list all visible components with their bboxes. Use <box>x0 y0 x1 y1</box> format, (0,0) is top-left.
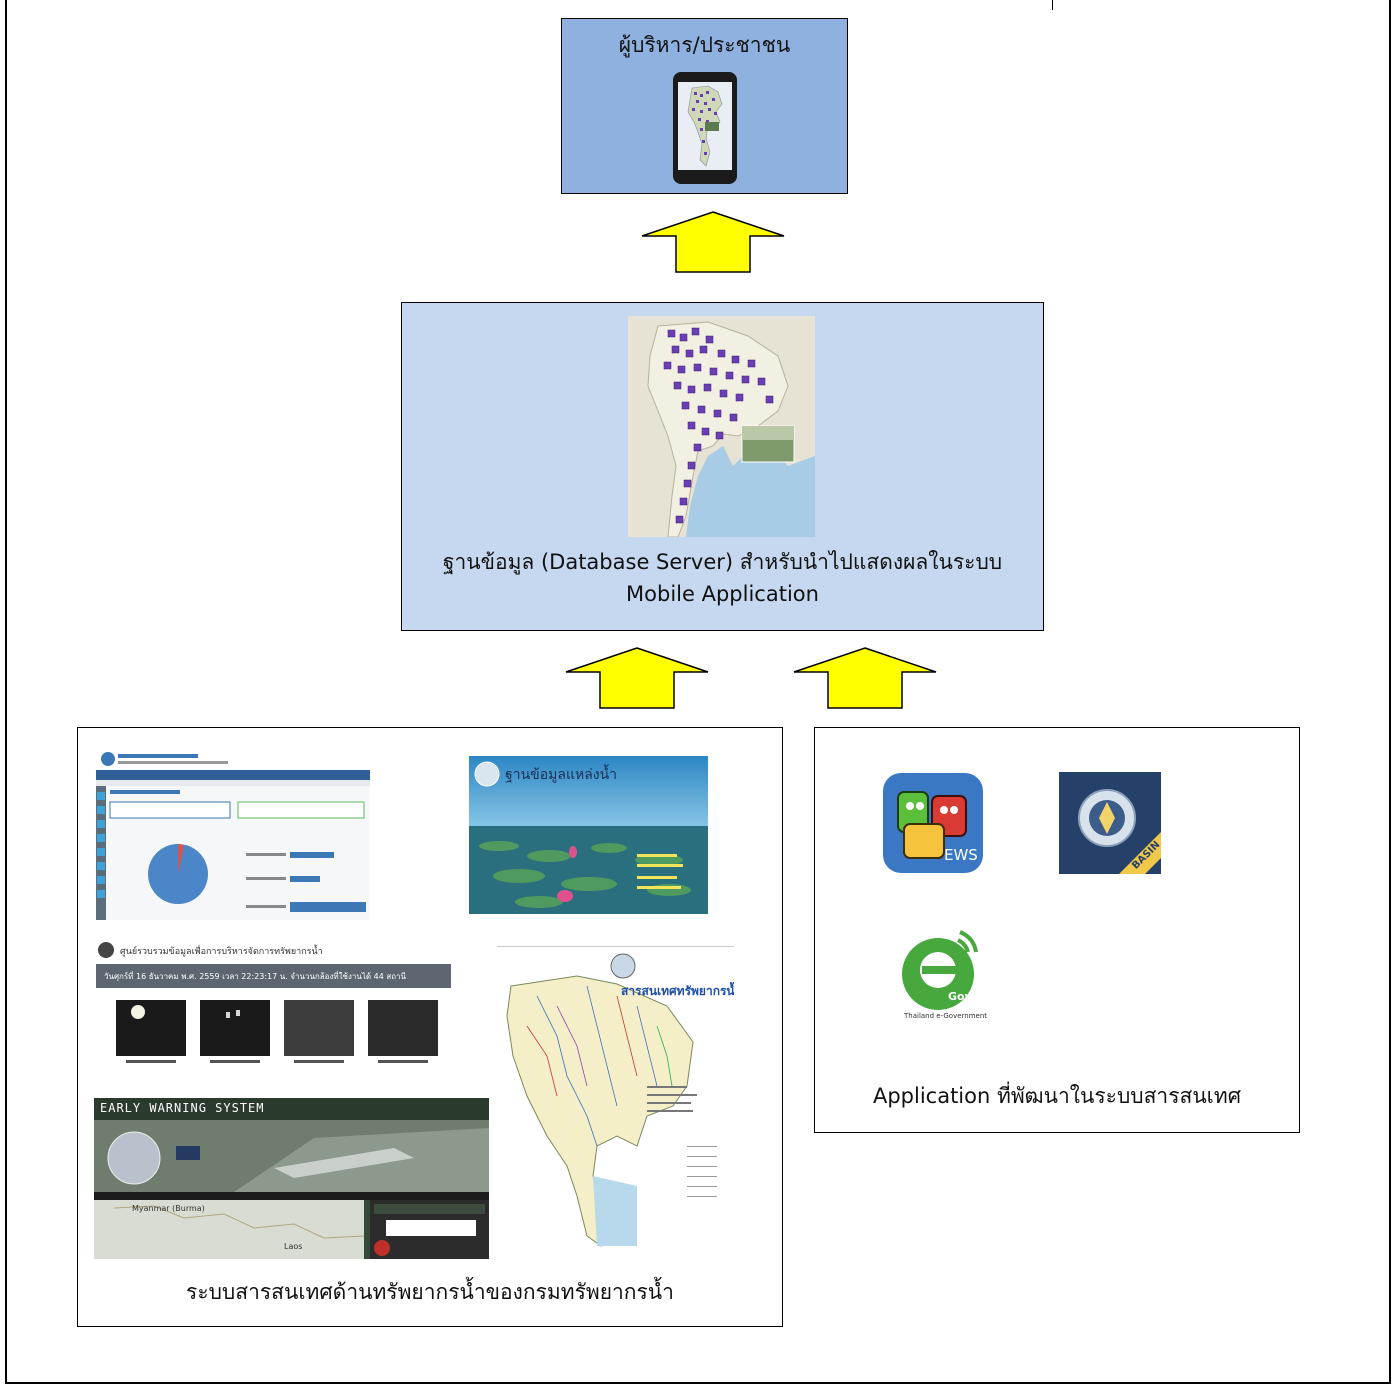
dashboard-screenshot <box>96 748 370 920</box>
ews-title: EARLY WARNING SYSTEM <box>100 1101 265 1115</box>
water-source-database-screenshot: ฐานข้อมูลแหล่งน้ำ <box>469 756 708 914</box>
early-warning-system-screenshot: EARLY WARNING SYSTEM Myanmar (Burma) Lao… <box>94 1098 489 1259</box>
ews-app-label: EWS <box>944 846 978 864</box>
ews-map-myanmar: Myanmar (Burma) <box>132 1204 205 1213</box>
cctv-date-line: วันศุกร์ที่ 16 ธันวาคม พ.ศ. 2559 เวลา 22… <box>104 972 407 981</box>
egov-app-icon: Gov Thailand e-Government <box>888 924 988 1026</box>
database-label-line2: Mobile Application <box>626 582 819 606</box>
page-frame <box>5 0 1391 1384</box>
rivers-title: สารสนเทศทรัพยากรน้ำ <box>621 984 734 998</box>
ews-app-icon: EWS <box>882 772 984 874</box>
executive-public-label: ผู้บริหาร/ประชาชน <box>618 33 791 57</box>
phone-map-screen <box>678 82 732 170</box>
ews-map-laos: Laos <box>284 1242 303 1251</box>
egov-app-label: Gov <box>948 990 972 1003</box>
up-arrow-to-users <box>640 210 786 274</box>
database-label-line1: ฐานข้อมูล (Database Server) สำหรับนำไปแส… <box>442 550 1003 574</box>
water-source-title: ฐานข้อมูลแหล่งน้ำ <box>505 767 618 783</box>
developed-apps-label: Application ที่พัฒนาในระบบสารสนเทศ <box>872 1084 1242 1108</box>
up-arrow-from-apps <box>792 646 938 710</box>
header-tick <box>1052 0 1053 10</box>
basin-app-icon: BASIN <box>1059 772 1162 874</box>
cctv-center-title: ศูนย์รวบรวมข้อมูลเพื่อการบริหารจัดการทรั… <box>120 947 323 957</box>
mobile-phone-image <box>673 72 737 184</box>
up-arrow-from-systems <box>564 646 710 710</box>
database-map-image <box>628 316 815 537</box>
cctv-center-screenshot: ศูนย์รวบรวมข้อมูลเพื่อการบริหารจัดการทรั… <box>96 940 451 1078</box>
water-resources-map-screenshot: สารสนเทศทรัพยากรน้ำ <box>497 946 734 1260</box>
water-info-systems-label: ระบบสารสนเทศด้านทรัพยากรน้ำของกรมทรัพยาก… <box>186 1280 674 1304</box>
database-label: ฐานข้อมูล (Database Server) สำหรับนำไปแส… <box>402 546 1043 610</box>
egov-ring-text: Thailand e-Government <box>904 1012 988 1020</box>
